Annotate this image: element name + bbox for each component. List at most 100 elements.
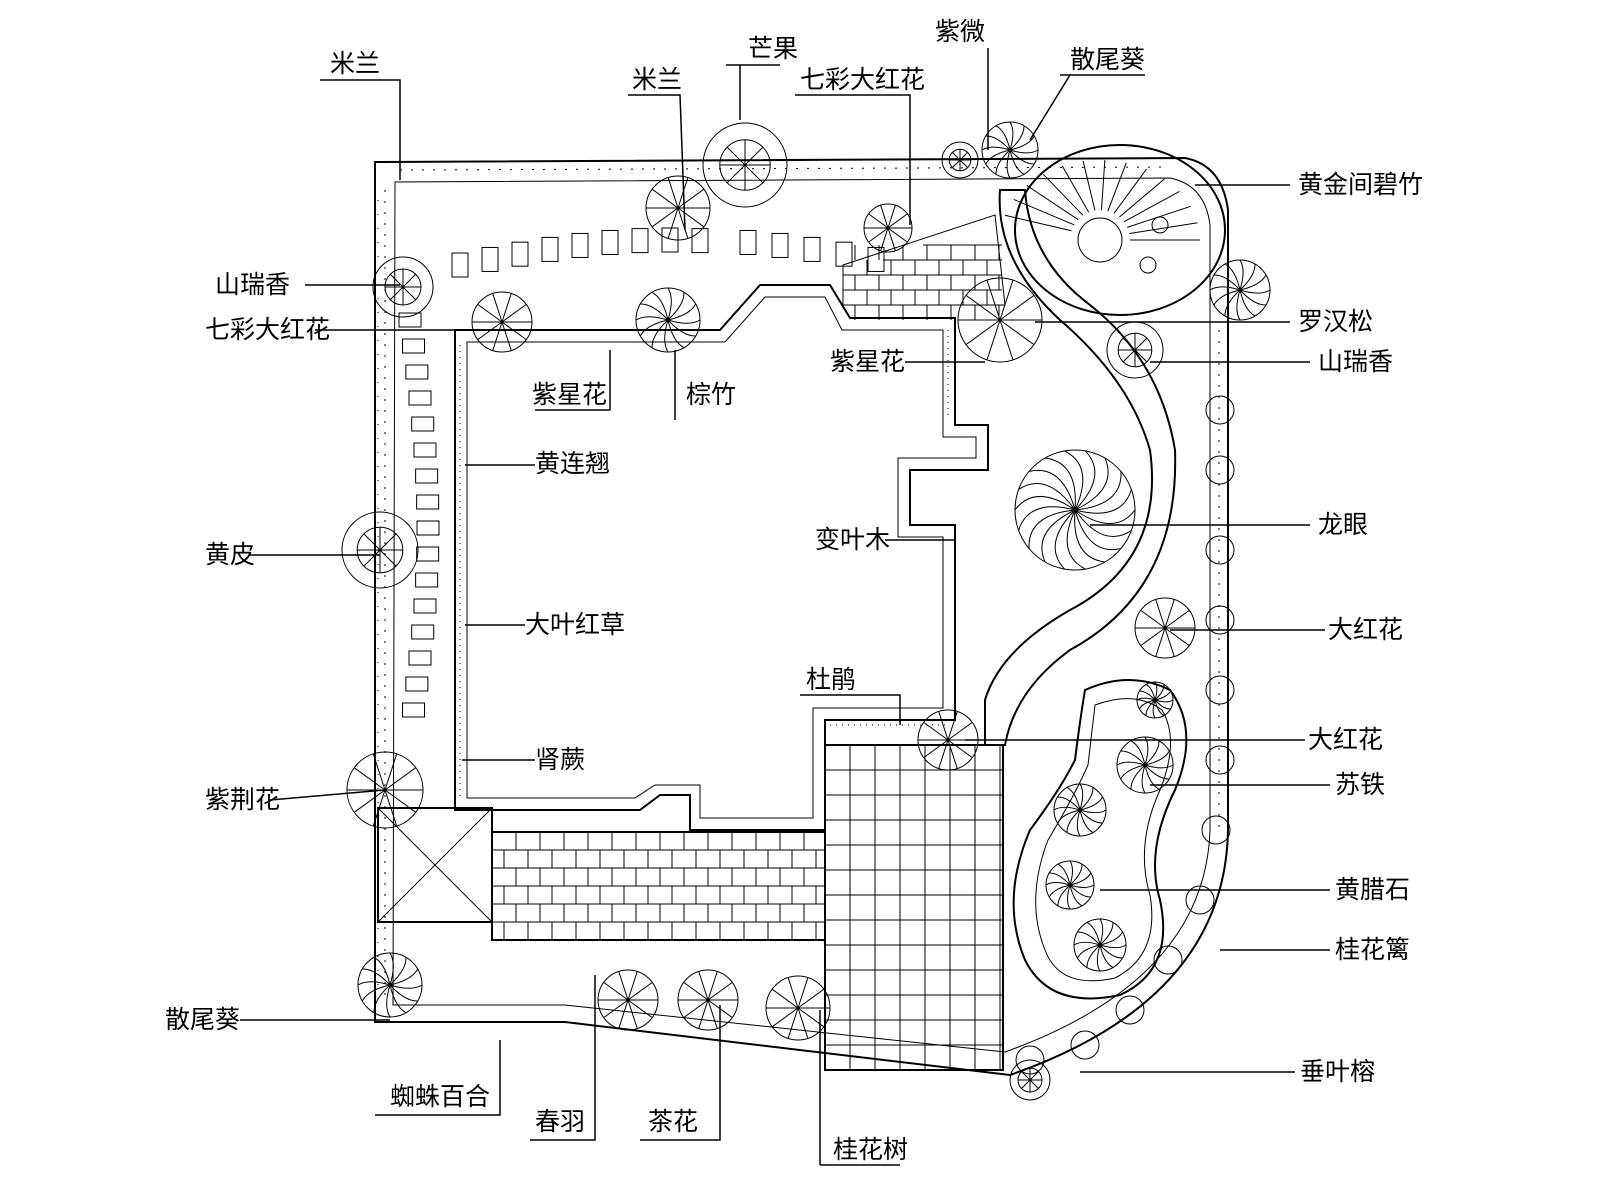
stepping-stone xyxy=(541,236,559,262)
label-chunyu: 春羽 xyxy=(535,1107,585,1136)
shanruixiang-tree xyxy=(372,256,434,318)
dahonghua-tree xyxy=(917,709,979,771)
stepping-stone xyxy=(405,364,429,380)
label-milan-top-left: 米兰 xyxy=(330,49,380,78)
stepping-stone xyxy=(803,236,821,262)
stepping-stone xyxy=(411,416,435,432)
plant-labels: 米兰 芒果 米兰 七彩大红花 紫微 散尾葵 黄金间碧竹 罗汉松 山瑞香 山瑞香 … xyxy=(165,17,1423,1164)
sutie-plant xyxy=(1045,860,1095,910)
hedge-left xyxy=(377,190,386,1000)
huangpi-tree xyxy=(341,511,419,589)
brick-paving xyxy=(491,831,826,941)
sutie-plant xyxy=(1073,918,1127,972)
stepping-stone xyxy=(402,338,426,354)
label-zijinghua: 紫荆花 xyxy=(205,785,280,814)
label-huanglianqiao: 黄连翘 xyxy=(535,449,610,478)
site-boundary xyxy=(374,156,1229,1077)
luohansong-tree xyxy=(957,277,1043,363)
mango-tree xyxy=(702,122,788,208)
huangjinjianbizhu-plant xyxy=(1209,259,1271,321)
hedge-top xyxy=(399,166,1171,171)
label-sanweikui-top: 散尾葵 xyxy=(1070,45,1145,74)
label-huangjinjianbizhu: 黄金间碧竹 xyxy=(1298,170,1423,199)
label-ziwei: 紫微 xyxy=(935,17,985,46)
label-dahonghua-right: 大红花 xyxy=(1328,615,1403,644)
stepping-stone xyxy=(415,468,439,484)
label-huangpi: 黄皮 xyxy=(205,540,255,569)
label-qicai-left: 七彩大红花 xyxy=(205,315,330,344)
label-huanglashi: 黄腊石 xyxy=(1335,875,1410,904)
zongzhu-plant xyxy=(635,287,701,353)
stepping-stone xyxy=(416,520,440,536)
label-shanruixiang-right: 山瑞香 xyxy=(1318,347,1393,376)
grid-paving xyxy=(824,744,1004,1071)
stepping-stone xyxy=(631,228,649,254)
rock-garden xyxy=(1012,679,1188,1000)
chahua-tree xyxy=(597,969,659,1031)
label-sutie: 苏铁 xyxy=(1335,770,1385,799)
qicai-tree xyxy=(863,203,913,253)
stepping-stone xyxy=(771,232,789,258)
stepping-stone xyxy=(408,650,432,666)
stepping-stone xyxy=(867,246,885,272)
stepping-stone xyxy=(398,312,422,328)
label-longyan: 龙眼 xyxy=(1318,510,1368,539)
chahua-tree xyxy=(677,969,739,1031)
stepping-stone xyxy=(511,241,529,267)
sutie-plant xyxy=(1053,783,1107,837)
stepping-stone xyxy=(415,572,439,588)
stepping-stone xyxy=(835,241,853,267)
label-dayehongcao: 大叶红草 xyxy=(525,610,625,639)
brick-paving-top xyxy=(842,214,1006,320)
stepping-stone xyxy=(571,232,589,258)
label-milan-top-center: 米兰 xyxy=(632,65,682,94)
label-chuiyerong: 垂叶榕 xyxy=(1300,1057,1375,1086)
shanruixiang-tree xyxy=(1106,321,1164,379)
circular-pavilion xyxy=(1004,144,1226,316)
label-sanweikui-bottom: 散尾葵 xyxy=(165,1005,240,1034)
label-shenjue: 肾蕨 xyxy=(535,745,585,774)
stepping-stone xyxy=(411,624,435,640)
stepping-stone xyxy=(451,252,469,278)
label-luohansong: 罗汉松 xyxy=(1298,307,1373,336)
label-mango: 芒果 xyxy=(748,34,798,63)
label-qicai-top: 七彩大红花 xyxy=(800,65,925,94)
label-chahua: 茶花 xyxy=(648,1107,698,1136)
chuiyerong-tree xyxy=(1009,1059,1051,1101)
label-guihualian: 桂花篱 xyxy=(1335,935,1410,964)
label-bianyemu: 变叶木 xyxy=(815,525,890,554)
longyan-tree xyxy=(1014,449,1136,571)
stepping-stone xyxy=(739,229,757,255)
qicai-tree xyxy=(471,291,533,353)
sutie-plant xyxy=(1136,681,1174,719)
ziwei-tree xyxy=(941,141,979,179)
stepping-stone xyxy=(416,494,440,510)
stepping-stone xyxy=(408,390,432,406)
stepping-stone xyxy=(416,546,440,562)
stepping-stone xyxy=(691,228,709,254)
entry-pavilion xyxy=(377,807,493,923)
label-zixinghua-left: 紫星花 xyxy=(532,380,607,409)
sutie-plant xyxy=(1116,736,1174,794)
label-zhizhubaihe: 蜘蛛百合 xyxy=(390,1082,490,1111)
dahonghua-tree xyxy=(1134,597,1196,659)
stepping-stone xyxy=(601,229,619,255)
stepping-stone xyxy=(481,246,499,272)
sanweikui-tree xyxy=(357,952,423,1018)
label-dahonghua-lower: 大红花 xyxy=(1308,725,1383,754)
stepping-stone xyxy=(402,702,426,718)
zijinghua-tree xyxy=(346,751,424,829)
stepping-stone xyxy=(413,442,437,458)
label-shanruixiang-left: 山瑞香 xyxy=(215,270,290,299)
guihuashu-tree xyxy=(765,975,831,1041)
house-outline xyxy=(454,284,989,831)
sanweikui-tree xyxy=(981,121,1039,179)
label-zongzhu: 棕竹 xyxy=(686,380,736,409)
label-zixinghua-center: 紫星花 xyxy=(830,347,905,376)
milan-tree xyxy=(645,175,711,241)
planting-strip xyxy=(459,330,950,800)
hedge-right xyxy=(1015,330,1235,1075)
leader-lines xyxy=(240,48,1330,1166)
stepping-stone xyxy=(405,676,429,692)
